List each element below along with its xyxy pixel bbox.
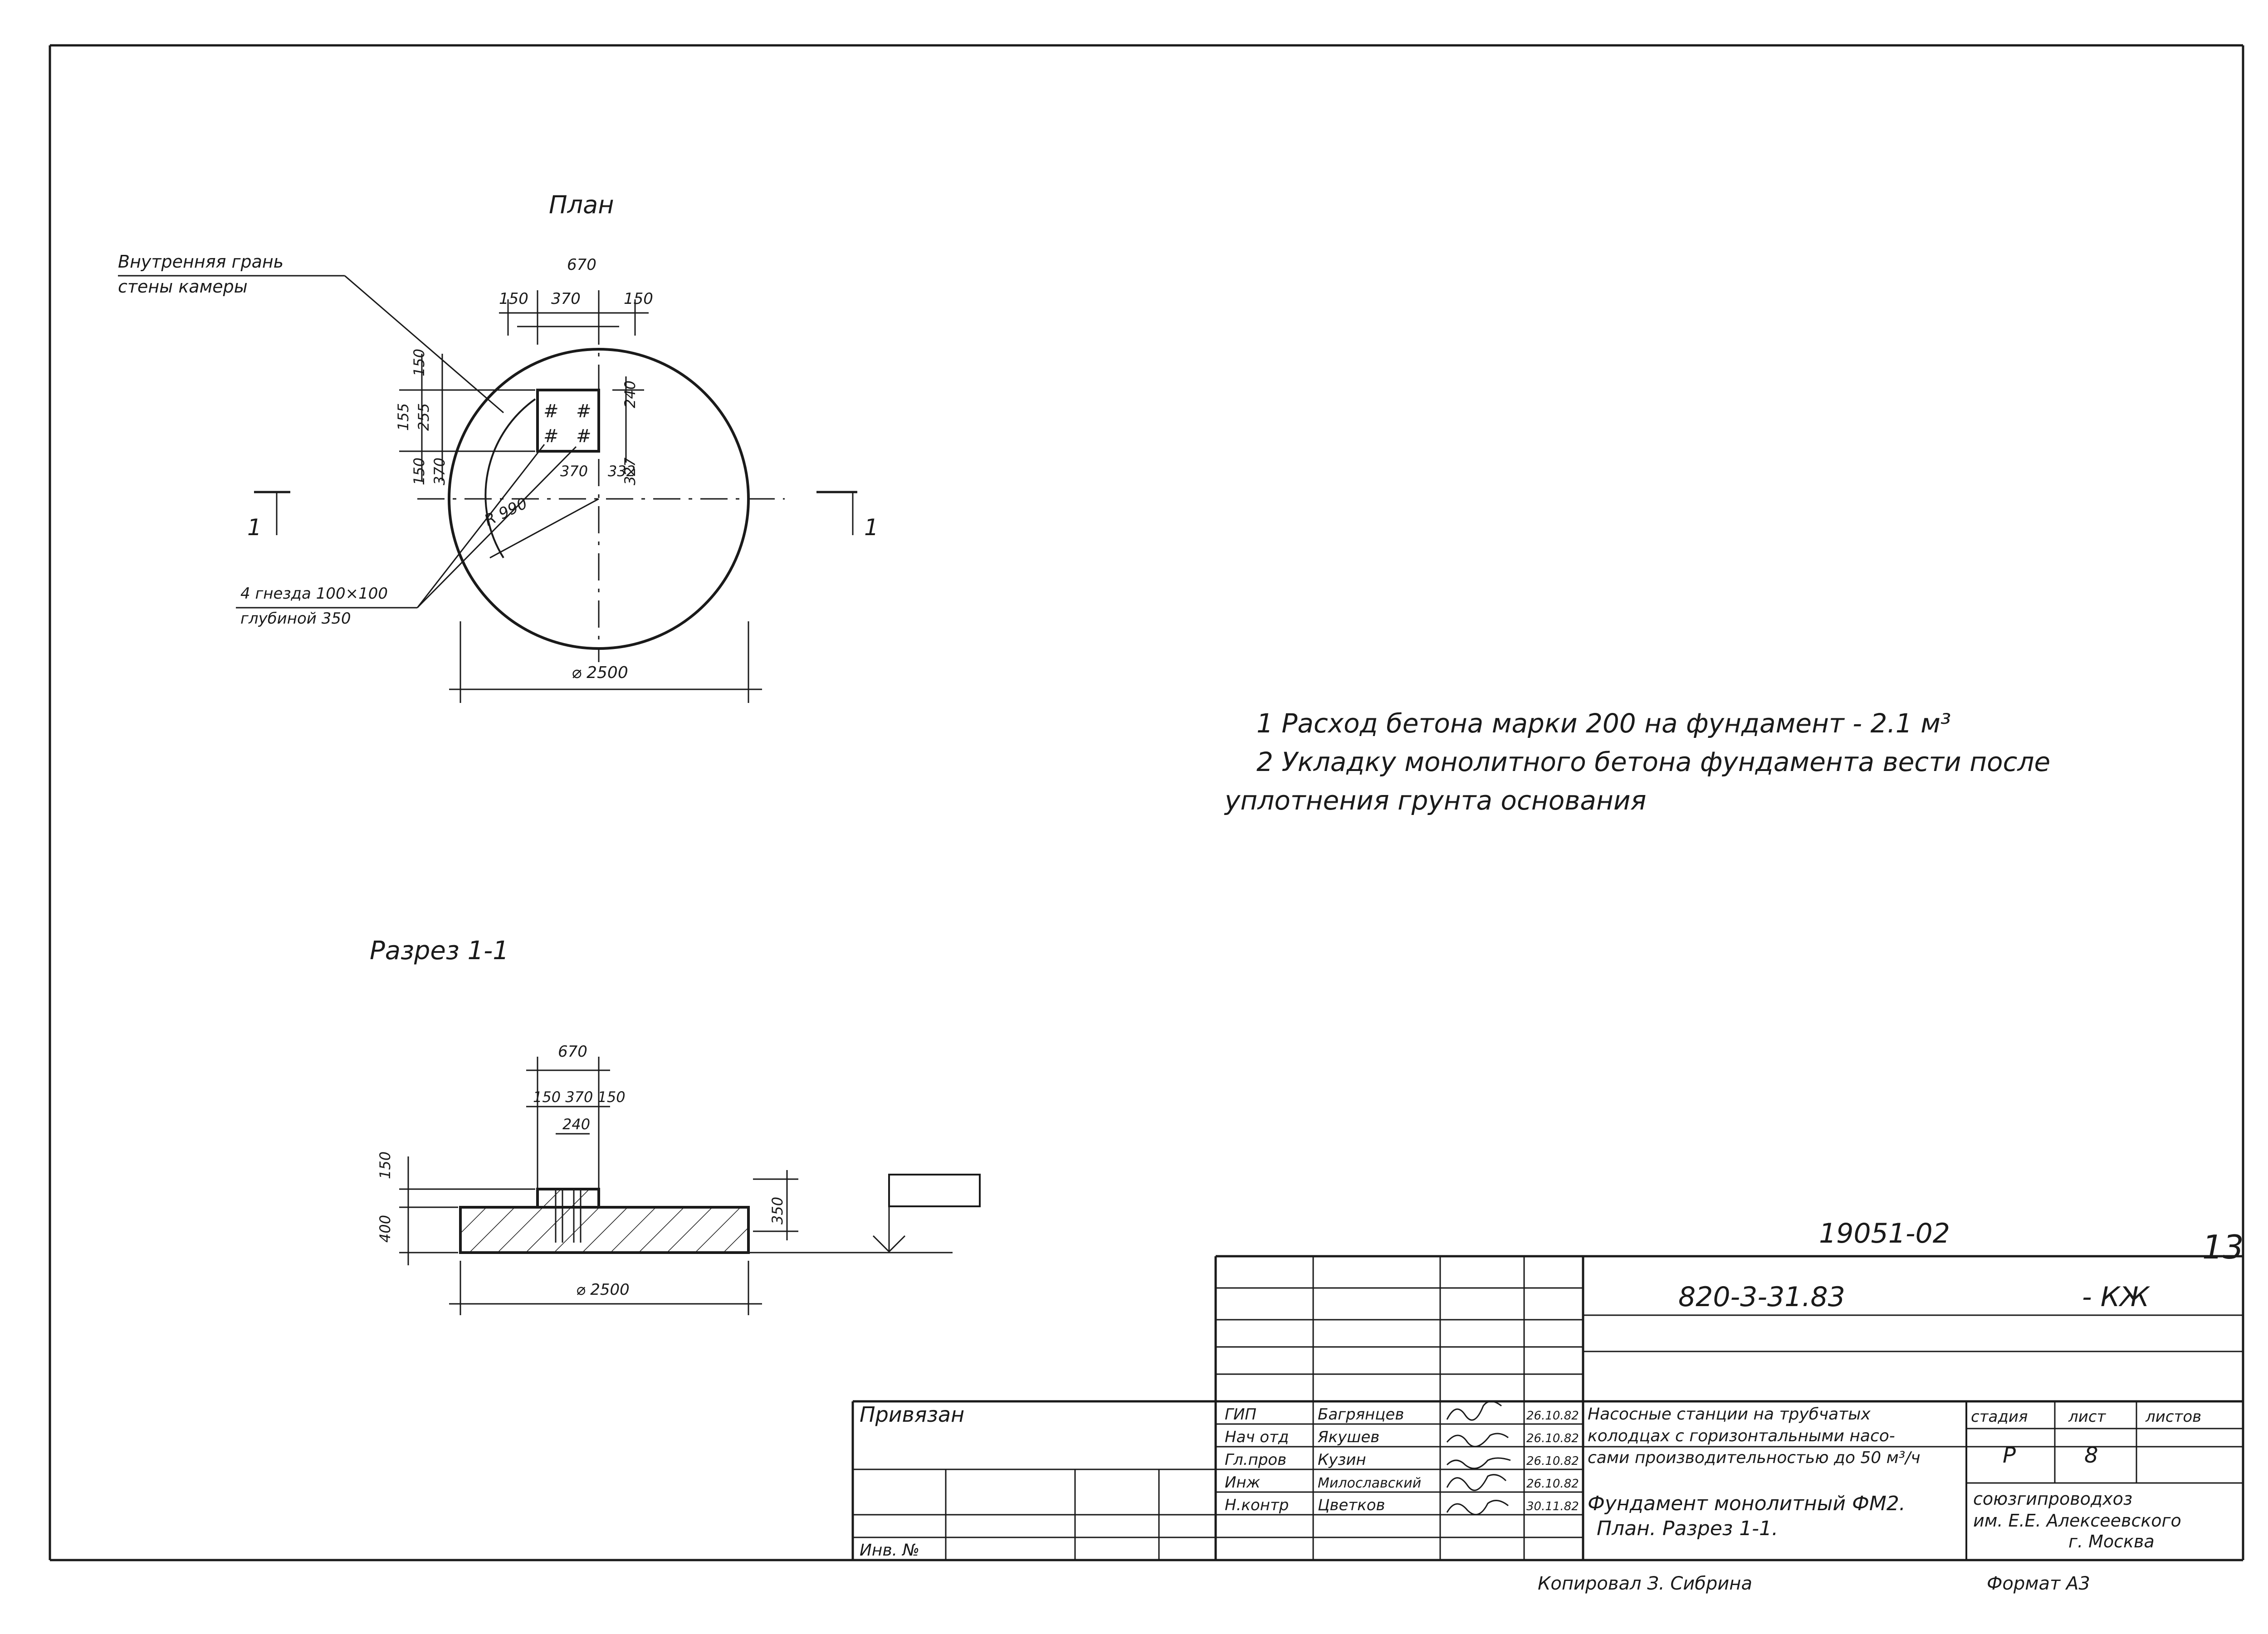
svg-text:Инж: Инж bbox=[1225, 1473, 1261, 1492]
project-title-2: колодцах с горизонтальными насо- bbox=[1588, 1427, 1895, 1445]
section-title: Разрез 1-1 bbox=[370, 936, 509, 966]
format-label: Формат А3 bbox=[1987, 1573, 2090, 1594]
section-dim-240: 240 bbox=[562, 1116, 590, 1133]
project-title-3: сами производительностью до 50 м³/ч bbox=[1588, 1449, 1921, 1467]
svg-text:Милославский: Милославский bbox=[1318, 1475, 1421, 1491]
section-dim-parts: 150 370 150 bbox=[533, 1088, 626, 1106]
plan-dim-left-255: 255 bbox=[415, 403, 432, 431]
doc-code: 820-3-31.83 bbox=[1678, 1281, 1845, 1313]
nest-label-1: 4 гнезда 100×100 bbox=[240, 585, 388, 603]
note-3: уплотнения грунта основания bbox=[1224, 785, 1646, 816]
plan-dim-right-240: 240 bbox=[621, 380, 639, 408]
col-stage: стадия bbox=[1971, 1408, 2028, 1426]
signature-rows: ГИП Багрянцев 26.10.82 Нач отд Якушев 26… bbox=[1225, 1405, 1579, 1514]
col-sheets: листов bbox=[2145, 1408, 2201, 1426]
signatures bbox=[1446, 1400, 1511, 1515]
section-view: Разрез 1-1 670 150 370 150 240 150 400 3… bbox=[370, 936, 981, 1315]
section-pedestal bbox=[536, 1188, 600, 1209]
section-diameter: ⌀ 2500 bbox=[576, 1281, 630, 1299]
inner-wall-label-1: Внутренняя грань bbox=[118, 252, 284, 272]
plan-dim-left-155: 155 bbox=[395, 403, 412, 431]
project-title-1: Насосные станции на трубчатых bbox=[1588, 1405, 1871, 1424]
plan-dim-left-150b: 150 bbox=[411, 458, 428, 485]
stage-value: Р bbox=[2003, 1443, 2016, 1468]
svg-text:#: # bbox=[543, 401, 559, 422]
svg-text:Нач отд: Нач отд bbox=[1225, 1428, 1289, 1446]
inv-no-label: Инв. № bbox=[860, 1541, 919, 1560]
section-slab bbox=[459, 1206, 750, 1254]
sheet-title-1: Фундамент монолитный ФМ2. bbox=[1588, 1492, 1906, 1515]
nest-label-2: глубиной 350 bbox=[240, 610, 351, 628]
svg-text:Кузин: Кузин bbox=[1318, 1451, 1366, 1469]
sheet-title-2: План. Разрез 1-1. bbox=[1597, 1517, 1778, 1540]
svg-text:26.10.82: 26.10.82 bbox=[1526, 1477, 1579, 1491]
section-mark-right: 1 bbox=[816, 491, 879, 541]
plan-dim-inner-332: 332 bbox=[608, 463, 635, 480]
svg-text:1: 1 bbox=[247, 514, 262, 541]
sheet-value: 8 bbox=[2084, 1443, 2098, 1468]
plan-dim-670: 670 bbox=[567, 256, 596, 274]
col-sheet: лист bbox=[2068, 1408, 2107, 1426]
svg-text:Якушев: Якушев bbox=[1317, 1428, 1379, 1446]
svg-text:26.10.82: 26.10.82 bbox=[1526, 1454, 1579, 1468]
svg-text:30.11.82: 30.11.82 bbox=[1526, 1500, 1579, 1513]
section-dim-left-400: 400 bbox=[376, 1215, 394, 1243]
svg-text:#: # bbox=[576, 426, 591, 447]
title-block: 19051-02 13 820-3 bbox=[851, 1218, 2244, 1594]
notes: 1 Расход бетона марки 200 на фундамент -… bbox=[1224, 708, 2050, 816]
section-dim-left-150: 150 bbox=[376, 1151, 394, 1179]
svg-text:Цветков: Цветков bbox=[1318, 1496, 1385, 1514]
section-mark-left: 1 bbox=[247, 491, 290, 541]
section-dim-right-350: 350 bbox=[769, 1197, 786, 1224]
doc-suffix: - КЖ bbox=[2082, 1281, 2150, 1313]
note-2: 2 Укладку монолитного бетона фундамента … bbox=[1256, 746, 2050, 777]
plan-dim-150-left: 150 bbox=[499, 290, 528, 308]
org-line-3: г. Москва bbox=[2068, 1532, 2155, 1551]
plan-dim-left-370: 370 bbox=[431, 458, 448, 485]
page-number: 13 bbox=[2202, 1228, 2244, 1266]
nest-marks: # # # # bbox=[543, 401, 591, 447]
svg-text:Гл.пров: Гл.пров bbox=[1225, 1451, 1286, 1469]
privyazan-label: Привязан bbox=[860, 1402, 964, 1427]
sheet-frame bbox=[49, 44, 2244, 1561]
plan-dim-150-right: 150 bbox=[624, 290, 653, 308]
plan-dim-right-327: 327 bbox=[621, 457, 639, 485]
svg-text:Багрянцев: Багрянцев bbox=[1318, 1405, 1404, 1424]
plan-diameter: ⌀ 2500 bbox=[572, 663, 628, 682]
plan-title: План bbox=[549, 190, 614, 219]
svg-text:#: # bbox=[543, 426, 559, 447]
svg-text:1: 1 bbox=[864, 514, 879, 541]
radius-label: R 990 bbox=[482, 494, 530, 530]
inner-wall-label-2: стены камеры bbox=[118, 277, 248, 297]
plan-dim-left-150a: 150 bbox=[411, 349, 428, 376]
copied-by: Копировал З. Сибрина bbox=[1538, 1573, 1752, 1594]
svg-text:ГИП: ГИП bbox=[1225, 1405, 1256, 1424]
level-mark-box bbox=[888, 1174, 981, 1207]
note-1: 1 Расход бетона марки 200 на фундамент -… bbox=[1256, 708, 1951, 739]
svg-text:Н.контр: Н.контр bbox=[1225, 1496, 1289, 1514]
svg-text:26.10.82: 26.10.82 bbox=[1526, 1409, 1579, 1423]
section-dim-670: 670 bbox=[558, 1043, 587, 1061]
plan-dim-inner-370: 370 bbox=[560, 463, 588, 480]
plan-dim-370: 370 bbox=[551, 290, 581, 308]
org-line-1: союзгипроводхоз bbox=[1973, 1489, 2132, 1509]
plan-view: План # # # # R 990 670 150 370 150 bbox=[118, 190, 879, 703]
inner-wall-arc bbox=[484, 398, 536, 559]
svg-text:#: # bbox=[576, 401, 591, 422]
org-line-2: им. Е.Е. Алексеевского bbox=[1973, 1511, 2181, 1531]
archive-number: 19051-02 bbox=[1819, 1218, 1950, 1249]
svg-text:26.10.82: 26.10.82 bbox=[1526, 1432, 1579, 1445]
